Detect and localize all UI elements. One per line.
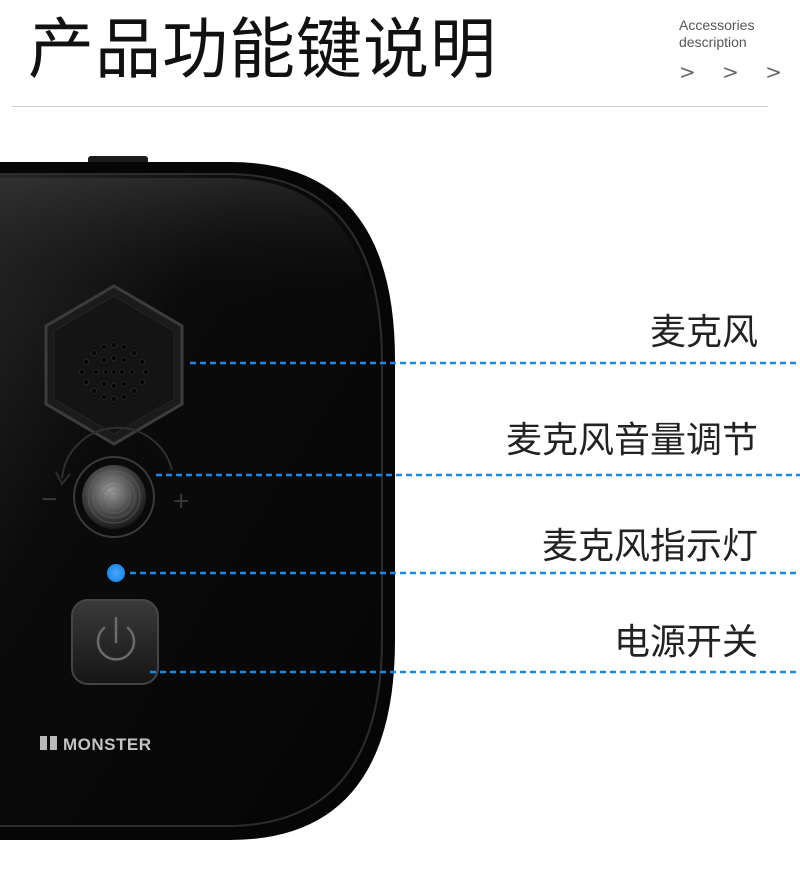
callout-label-power: 电源开关 <box>613 622 758 663</box>
chevron-right-icon: > > > <box>679 60 792 84</box>
volume-plus-icon: + <box>172 489 190 514</box>
microphone-grille-icon <box>79 342 149 402</box>
callout-label-volume: 麦克风音量调节 <box>505 420 758 461</box>
volume-knob <box>82 465 146 529</box>
callout-label-microphone: 麦克风 <box>649 312 758 353</box>
power-icon <box>96 616 136 661</box>
brand-logo: MONSTER <box>40 735 152 754</box>
header-divider <box>12 106 768 107</box>
callout-leader-lines <box>130 361 800 674</box>
subtitle-line-2: description <box>679 34 747 50</box>
subtitle-line-1: Accessories <box>679 17 755 33</box>
volume-arc-arrow-icon <box>55 471 71 486</box>
page-subtitle: Accessories description <box>679 17 754 51</box>
page-title: 产品功能键说明 <box>28 11 497 88</box>
callout-label-indicator: 麦克风指示灯 <box>541 526 758 567</box>
microphone-housing-inner <box>53 295 175 435</box>
volume-arc-icon <box>61 426 173 479</box>
brand-name: MONSTER <box>63 735 152 754</box>
indicator-led <box>107 564 125 582</box>
volume-knob-texture <box>87 470 141 524</box>
volume-minus-icon: − <box>40 487 58 512</box>
